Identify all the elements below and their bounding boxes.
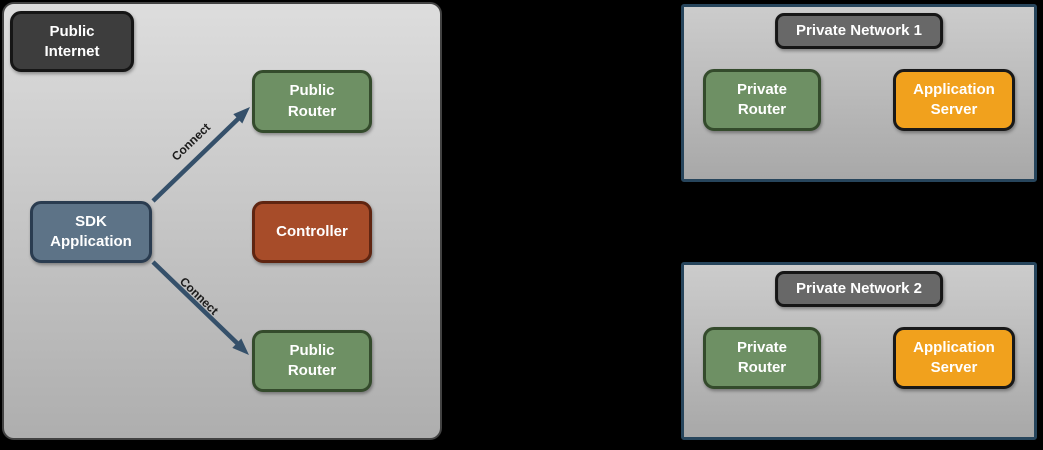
private-network-2-zone: Private Network 2 Private Router Applica… xyxy=(681,262,1037,440)
connect-arrow-bottom xyxy=(151,260,249,355)
connect-arrow-bottom-head xyxy=(232,338,249,355)
public-internet-zone: Public Internet Connect Connect Public R… xyxy=(2,2,442,440)
node-private-router-1: Private Router xyxy=(703,69,821,131)
private-network-1-zone: Private Network 1 Private Router Applica… xyxy=(681,4,1037,182)
connect-arrow-bottom-line xyxy=(151,260,240,346)
node-private-router-2: Private Router xyxy=(703,327,821,389)
node-controller: Controller xyxy=(252,201,372,263)
connect-arrow-top-head xyxy=(233,107,250,124)
connection-arrows xyxy=(151,107,250,355)
node-public-router-top: Public Router xyxy=(252,70,372,133)
node-public-router-bottom: Public Router xyxy=(252,330,372,392)
public-internet-zone-label: Public Internet xyxy=(10,11,134,72)
node-sdk-application: SDK Application xyxy=(30,201,152,263)
private-network-1-label: Private Network 1 xyxy=(775,13,943,49)
connect-arrow-top-line xyxy=(151,116,241,203)
private-network-2-label: Private Network 2 xyxy=(775,271,943,307)
node-application-server-1: Application Server xyxy=(893,69,1015,131)
connect-arrow-top xyxy=(151,107,250,203)
node-application-server-2: Application Server xyxy=(893,327,1015,389)
